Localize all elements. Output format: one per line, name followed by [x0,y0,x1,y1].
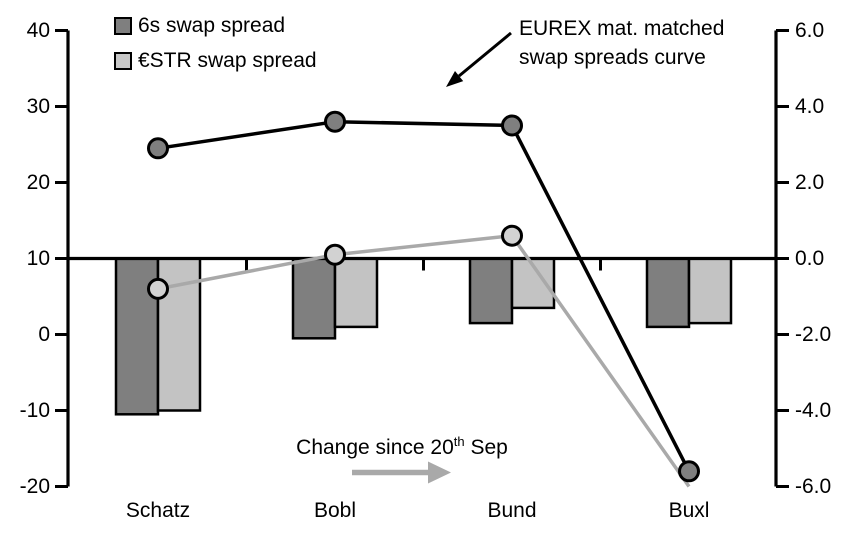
marker-series1-buxl [678,460,700,483]
bar-series0-bund [468,257,514,325]
right-axis-tick-label: 2.0 [795,170,825,194]
marker-series1-bund [501,114,523,137]
legend-label: 6s swap spread [138,13,286,37]
right-axis-tick-label: 0.0 [795,246,825,270]
bar-series0-buxl [645,257,691,329]
bar-series0-bobl [291,257,337,340]
marker-series0-schatz [147,277,169,300]
annotation-eurex-line1: EUREX mat. matched [519,17,725,40]
marker-series0-bund [501,224,523,247]
left-axis-tick-label: 30 [26,94,50,118]
marker-series1-bobl [324,110,346,133]
annotation-change-since: Change since 20th Sep [252,434,552,460]
category-label-schatz: Schatz [125,499,191,522]
legend-swatch-light-icon [114,51,132,70]
left-axis-tick-label: 40 [26,18,50,42]
legend-item-6s-swap-spread: 6s swap spread [114,8,317,43]
left-axis-tick-label: 0 [38,322,50,346]
eurex-arrow-shaft [458,31,512,78]
change-arrow-head-icon [428,461,451,484]
right-axis-tick-label: -6.0 [795,474,832,498]
left-axis-tick-label: -10 [19,398,50,422]
legend-swatch-dark-icon [114,16,132,35]
legend-item-estr-swap-spread: €STR swap spread [114,43,317,78]
legend-label: €STR swap spread [138,48,317,72]
right-axis-tick-label: -2.0 [795,322,832,346]
left-axis-tick-label: -20 [19,474,50,498]
right-axis-tick-label: -4.0 [795,398,832,422]
line-series0 [157,233,691,488]
annotation-change-text-suffix: Sep [464,436,508,459]
annotation-change-text: Change since 20 [296,436,454,459]
bar-series1-buxl [687,257,733,325]
eurex-arrow-head-icon [446,71,464,87]
left-axis-tick-label: 20 [26,170,50,194]
annotation-eurex-curve: EUREX mat. matched swap spreads curve [519,14,724,72]
right-axis-tick-label: 4.0 [795,94,825,118]
right-axis-tick-label: 6.0 [795,18,825,42]
line-series1 [157,119,691,473]
annotation-eurex-line2: swap spreads curve [519,46,706,69]
marker-series1-schatz [147,137,169,160]
left-axis-tick-label: 10 [26,246,50,270]
chart-legend: 6s swap spread €STR swap spread [114,8,317,78]
bar-series1-bobl [333,257,379,329]
annotation-change-superscript: th [453,434,465,449]
category-label-buxl: Buxl [668,499,710,522]
category-label-bobl: Bobl [313,499,357,522]
category-label-bund: Bund [487,499,537,522]
marker-series0-bobl [324,243,346,266]
